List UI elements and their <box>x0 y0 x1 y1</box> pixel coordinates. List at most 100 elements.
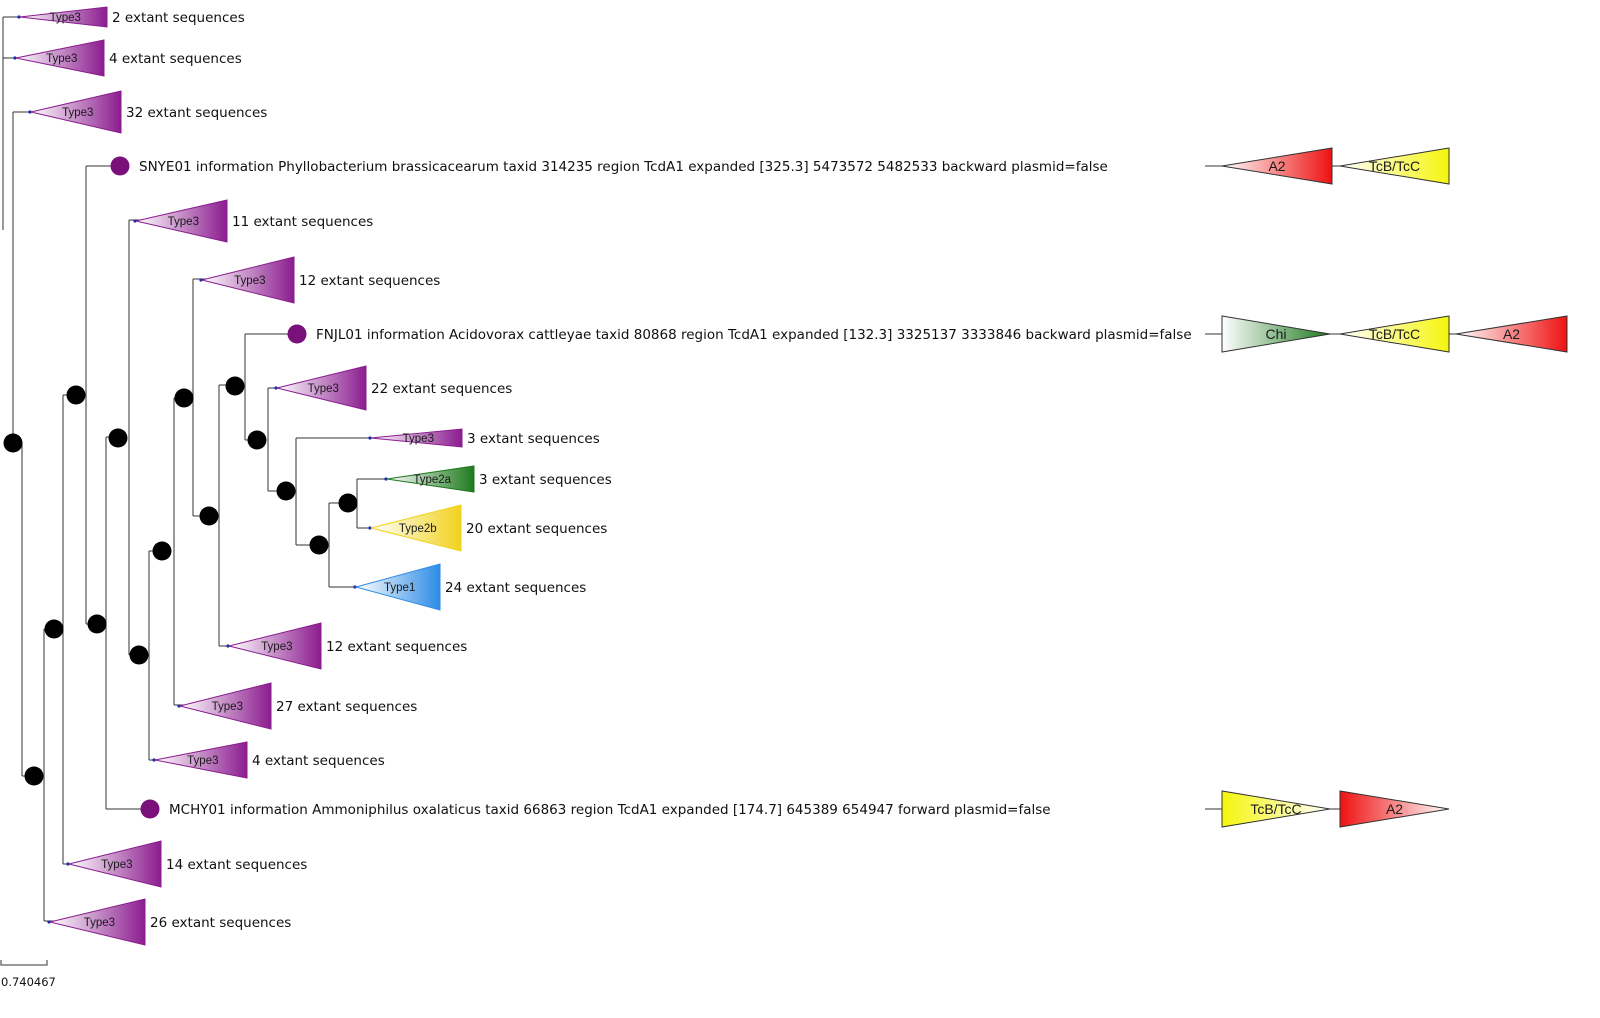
clade-triangle[interactable] <box>15 39 105 77</box>
clade-type-label: Type3 <box>46 53 77 65</box>
leaf-node-marker[interactable] <box>140 799 160 819</box>
clade-type-label: Type1 <box>384 582 415 594</box>
internal-node[interactable] <box>225 376 245 396</box>
collapsed-clade-c15[interactable]: Type3 26 extant sequences <box>47 898 291 946</box>
clade-type-label: Type3 <box>187 755 218 767</box>
internal-node[interactable] <box>276 481 296 501</box>
clade-count-label: 26 extant sequences <box>150 915 291 931</box>
clade-count-label: 12 extant sequences <box>299 273 440 289</box>
internal-node[interactable] <box>152 541 172 561</box>
scale-bar: 0.740467 <box>0 960 56 989</box>
scale-bar-line <box>0 960 48 966</box>
clade-triangle[interactable] <box>370 428 463 448</box>
clade-count-label: 4 extant sequences <box>109 51 242 67</box>
clade-anchor-dot <box>28 110 32 114</box>
domain-label: TcB/TcC <box>1250 801 1301 817</box>
clade-triangle[interactable] <box>179 682 272 730</box>
clade-count-label: 24 extant sequences <box>445 580 586 596</box>
collapsed-clade-c14[interactable]: Type3 14 extant sequences <box>66 840 307 888</box>
domain-architecture-mchy01: TcB/TcC A2 <box>1205 790 1450 828</box>
clade-count-label: 3 extant sequences <box>467 431 600 447</box>
internal-node[interactable] <box>174 388 194 408</box>
clade-type-label: Type3 <box>84 917 115 929</box>
clade-count-label: 20 extant sequences <box>466 521 607 537</box>
leaf-node-marker[interactable] <box>287 324 307 344</box>
leaf-snye01[interactable]: SNYE01 information Phyllobacterium brass… <box>110 156 1108 176</box>
clade-triangle[interactable] <box>228 622 322 670</box>
internal-node[interactable] <box>3 433 23 453</box>
leaf-node-marker[interactable] <box>110 156 130 176</box>
clade-type-label: Type3 <box>101 859 132 871</box>
leaf-mchy01[interactable]: MCHY01 information Ammoniphilus oxalatic… <box>140 799 1051 819</box>
internal-node[interactable] <box>87 614 107 634</box>
clade-count-label: 32 extant sequences <box>126 105 267 121</box>
leaf-label: MCHY01 information Ammoniphilus oxalatic… <box>169 802 1051 818</box>
collapsed-clade-c2[interactable]: Type3 4 extant sequences <box>13 39 242 77</box>
domain-label: A2 <box>1503 326 1520 342</box>
leaf-fnjl01[interactable]: FNJL01 information Acidovorax cattleyae … <box>287 324 1192 344</box>
internal-node[interactable] <box>338 493 358 513</box>
clade-triangle[interactable] <box>386 465 475 493</box>
leaf-label: SNYE01 information Phyllobacterium brass… <box>139 159 1108 175</box>
domain-tcb-tcc[interactable] <box>1221 790 1331 828</box>
internal-node[interactable] <box>129 645 149 665</box>
clade-type-label: Type3 <box>62 107 93 119</box>
domain-tcb-tcc[interactable] <box>1339 315 1450 353</box>
clade-anchor-dot <box>384 477 388 481</box>
clade-triangle[interactable] <box>201 256 295 304</box>
domain-a2[interactable] <box>1455 315 1568 353</box>
clade-triangle[interactable] <box>276 365 367 411</box>
clade-anchor-dot <box>133 219 137 223</box>
clade-triangle[interactable] <box>19 6 108 28</box>
clade-triangle[interactable] <box>370 504 462 552</box>
clade-count-label: 22 extant sequences <box>371 381 512 397</box>
clade-count-label: 27 extant sequences <box>276 699 417 715</box>
scale-bar-label: 0.740467 <box>1 975 56 989</box>
clade-triangle[interactable] <box>154 741 248 779</box>
domain-label: Chi <box>1265 326 1286 342</box>
domain-label: A2 <box>1268 158 1285 174</box>
internal-node[interactable] <box>44 619 64 639</box>
clade-count-label: 14 extant sequences <box>166 857 307 873</box>
internal-node[interactable] <box>66 385 86 405</box>
internal-node[interactable] <box>247 430 267 450</box>
domain-tcb-tcc[interactable] <box>1339 147 1450 185</box>
internal-node[interactable] <box>24 766 44 786</box>
domain-a2[interactable] <box>1339 790 1450 828</box>
clade-triangle[interactable] <box>354 563 441 611</box>
collapsed-clade-c4[interactable]: Type3 11 extant sequences <box>133 199 373 243</box>
clade-triangle[interactable] <box>30 90 122 134</box>
domain-label: A2 <box>1386 801 1403 817</box>
leaf-label: FNJL01 information Acidovorax cattleyae … <box>316 327 1192 343</box>
clade-count-label: 3 extant sequences <box>479 472 612 488</box>
clade-anchor-dot <box>152 758 156 762</box>
internal-node[interactable] <box>199 506 219 526</box>
clade-count-label: 11 extant sequences <box>232 214 373 230</box>
clade-triangle[interactable] <box>68 840 162 888</box>
clade-type-label: Type3 <box>168 216 199 228</box>
clade-type-label: Type3 <box>403 433 434 445</box>
clade-anchor-dot <box>226 644 230 648</box>
internal-node[interactable] <box>108 428 128 448</box>
domain-a2[interactable] <box>1221 147 1333 185</box>
clade-triangle[interactable] <box>135 199 228 243</box>
collapsed-clade-c10[interactable]: Type1 24 extant sequences <box>353 563 586 611</box>
clade-triangle[interactable] <box>49 898 146 946</box>
collapsed-clade-c7[interactable]: Type3 3 extant sequences <box>368 428 600 448</box>
internal-node[interactable] <box>309 535 329 555</box>
collapsed-clade-c3[interactable]: Type3 32 extant sequences <box>28 90 267 134</box>
domain-chi[interactable] <box>1221 315 1331 353</box>
